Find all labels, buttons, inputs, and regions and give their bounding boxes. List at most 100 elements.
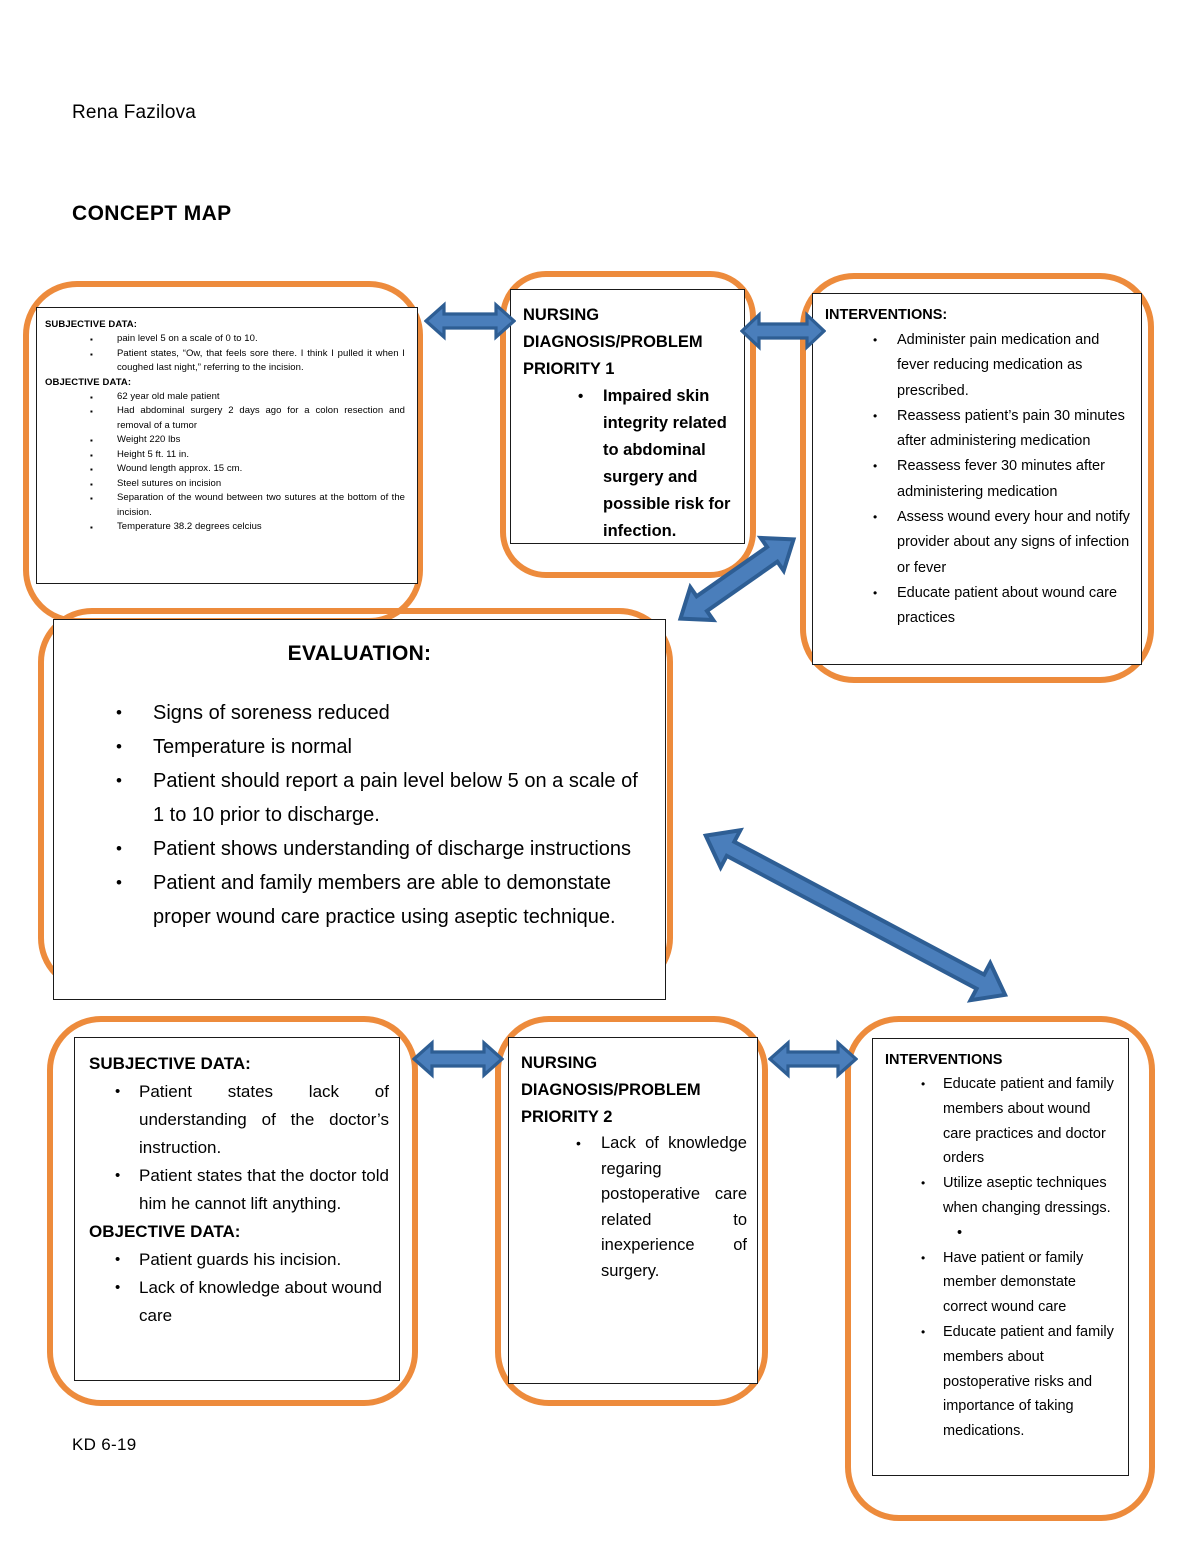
bullet-dot-icon: •: [873, 510, 878, 525]
arrow-diagnosis2-interventions2: [768, 1039, 858, 1079]
list-item: •Lack of knowledge regaring postoperativ…: [521, 1131, 747, 1284]
list-item: •Reassess fever 30 minutes after adminis…: [825, 454, 1133, 505]
bullet-dot-icon: •: [873, 459, 878, 474]
list-item: •Lack of knowledge about wound care: [89, 1274, 389, 1330]
bullet-dot-icon: •: [873, 333, 878, 347]
bullet-dot-icon: •: [578, 388, 584, 405]
page-title: CONCEPT MAP: [72, 202, 232, 225]
bullet-dot-icon: •: [873, 408, 878, 423]
arrow-evaluation-interventions1: [677, 535, 797, 623]
bullet-dot-icon: •: [116, 703, 122, 722]
bullet-dot-icon: •: [921, 1176, 926, 1191]
footer-label: KD 6-19: [72, 1435, 137, 1454]
bullet-dot-icon: •: [115, 1167, 121, 1184]
subjective-data-heading: SUBJECTIVE DATA:: [45, 319, 138, 330]
bullet-square-icon: ▪: [90, 349, 93, 359]
objective-data-heading: OBJECTIVE DATA:: [45, 376, 132, 388]
arrow-diagnosis1-interventions1: [740, 311, 826, 351]
diagnosis-heading: NURSING DIAGNOSIS/PROBLEM PRIORITY 1: [523, 306, 703, 378]
list-item: •Patient and family members are able to …: [68, 866, 651, 934]
subjective-data-list: •Patient states lack of understanding of…: [89, 1078, 389, 1218]
subjective-data-list: ▪pain level 5 on a scale of 0 to 10. ▪Pa…: [45, 332, 405, 376]
list-item: •Educate patient about wound care practi…: [825, 581, 1133, 632]
bullet-dot-icon: •: [116, 771, 122, 790]
bullet-square-icon: ▪: [90, 392, 93, 402]
list-item: ▪Steel sutures on incision: [45, 477, 405, 492]
bullet-dot-icon: •: [116, 737, 122, 756]
diagnosis-list: •Lack of knowledge regaring postoperativ…: [521, 1131, 747, 1284]
interventions-list: •Educate patient and family members abou…: [885, 1072, 1122, 1444]
objective-data-heading: OBJECTIVE DATA:: [89, 1222, 241, 1241]
diagnosis-list: •Impaired skin integrity related to abdo…: [523, 383, 736, 543]
list-item: •Patient shows understanding of discharg…: [68, 832, 651, 866]
list-item: •Temperature is normal: [68, 730, 651, 764]
list-item: ▪Height 5 ft. 11 in.: [45, 448, 405, 463]
bullet-square-icon: ▪: [90, 450, 93, 460]
bullet-square-icon: ▪: [90, 407, 93, 416]
list-item: •Patient states lack of understanding of…: [89, 1078, 389, 1162]
bullet-square-icon: ▪: [90, 335, 93, 344]
evaluation-heading: EVALUATION:: [287, 642, 432, 665]
list-item: •Patient guards his incision.: [89, 1246, 389, 1274]
list-item: ▪Had abdominal surgery 2 days ago for a …: [90, 405, 405, 431]
list-item: •Signs of soreness reduced: [68, 696, 651, 730]
subjective-data-heading: SUBJECTIVE DATA:: [89, 1054, 251, 1073]
objective-data-list: •Patient guards his incision. •Lack of k…: [89, 1246, 389, 1330]
box-nursing-diagnosis-priority-1: NURSING DIAGNOSIS/PROBLEM PRIORITY 1 •Im…: [510, 289, 745, 544]
list-item: ▪Temperature 38.2 degrees celcius: [45, 520, 405, 535]
bullet-dot-icon: •: [115, 1251, 121, 1268]
outline-diagnosis-1: [500, 271, 756, 578]
evaluation-list: •Signs of soreness reduced •Temperature …: [68, 696, 651, 934]
list-item: •Assess wound every hour and notify prov…: [825, 505, 1133, 581]
author-name: Rena Fazilova: [72, 102, 197, 123]
box-interventions-priority-2: INTERVENTIONS •Educate patient and famil…: [872, 1038, 1129, 1476]
list-item: •Patient states that the doctor told him…: [89, 1162, 389, 1218]
bullet-square-icon: ▪: [90, 523, 93, 532]
list-item: ▪Patient states, “Ow, that feels sore th…: [90, 347, 405, 374]
outline-diagnosis-2: [495, 1016, 768, 1406]
interventions-heading: INTERVENTIONS:: [825, 307, 948, 323]
list-item: •Patient should report a pain level belo…: [68, 764, 651, 832]
list-item: •Impaired skin integrity related to abdo…: [523, 383, 736, 543]
orphan-bullet-icon: •: [957, 1224, 963, 1241]
list-item: •Educate patient and family members abou…: [885, 1320, 1122, 1444]
outline-interventions-2: [845, 1016, 1155, 1521]
list-item: ▪pain level 5 on a scale of 0 to 10.: [45, 332, 405, 347]
box-nursing-diagnosis-priority-2: NURSING DIAGNOSIS/PROBLEM PRIORITY 2 •La…: [508, 1037, 758, 1384]
list-item: ▪Weight 220 lbs: [45, 433, 405, 448]
arrow-assessment2-diagnosis2: [412, 1039, 504, 1079]
interventions-list: •Administer pain medication and fever re…: [825, 328, 1133, 632]
list-item: ▪62 year old male patient: [45, 390, 405, 405]
bullet-dot-icon: •: [921, 1077, 926, 1091]
diagnosis-heading: NURSING DIAGNOSIS/PROBLEM PRIORITY 2: [521, 1054, 701, 1126]
outline-interventions-1: [800, 273, 1154, 683]
arrow-evaluation-interventions2: [702, 827, 1009, 1003]
bullet-dot-icon: •: [116, 873, 122, 892]
list-item: ▪Wound length approx. 15 cm.: [45, 462, 405, 477]
bullet-square-icon: ▪: [90, 436, 93, 445]
bullet-square-icon: ▪: [90, 494, 93, 503]
bullet-dot-icon: •: [576, 1135, 581, 1151]
list-item: •Educate patient and family members abou…: [885, 1072, 1122, 1171]
bullet-dot-icon: •: [921, 1324, 926, 1339]
list-item: •Reassess patient’s pain 30 minutes afte…: [825, 404, 1133, 455]
list-item: ▪Separation of the wound between two sut…: [90, 492, 405, 518]
outline-assessment-2: [47, 1016, 418, 1406]
box-evaluation: EVALUATION: •Signs of soreness reduced •…: [53, 619, 666, 1000]
interventions-heading: INTERVENTIONS: [885, 1052, 1003, 1068]
list-item: •Have patient or family member demonstat…: [885, 1246, 1122, 1320]
bullet-square-icon: ▪: [90, 465, 93, 474]
bullet-dot-icon: •: [873, 585, 878, 600]
bullet-dot-icon: •: [115, 1083, 121, 1100]
bullet-square-icon: ▪: [90, 479, 93, 489]
box-assessment-priority-1: SUBJECTIVE DATA: ▪pain level 5 on a scal…: [36, 307, 418, 584]
box-assessment-priority-2: SUBJECTIVE DATA: •Patient states lack of…: [74, 1037, 400, 1381]
list-item: •Administer pain medication and fever re…: [825, 328, 1133, 404]
bullet-dot-icon: •: [115, 1279, 121, 1296]
arrow-assessment1-diagnosis1: [424, 301, 516, 341]
bullet-dot-icon: •: [116, 839, 122, 858]
objective-data-list: ▪62 year old male patient ▪Had abdominal…: [45, 390, 405, 535]
list-item: •Utilize aseptic techniques when changin…: [885, 1171, 1122, 1221]
box-interventions-priority-1: INTERVENTIONS: •Administer pain medicati…: [812, 293, 1142, 665]
